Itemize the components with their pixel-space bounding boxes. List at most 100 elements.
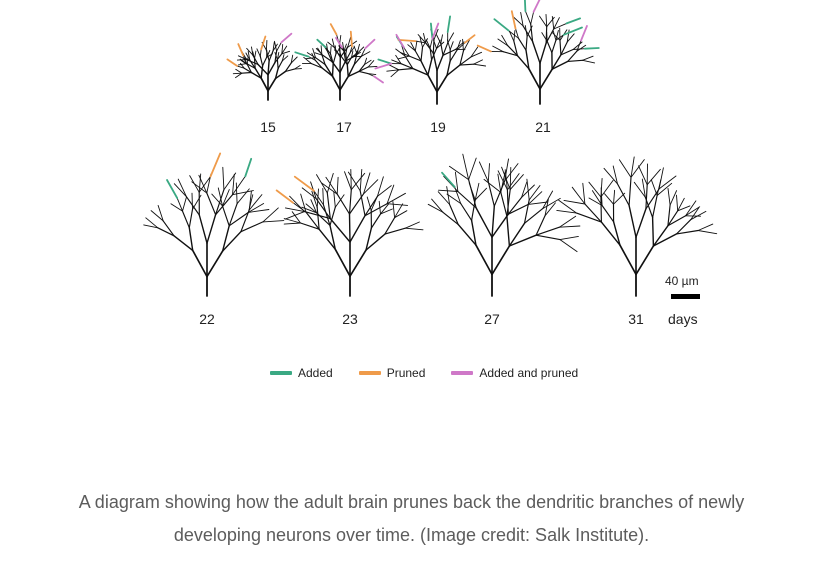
dendrite-branch	[677, 205, 691, 212]
dendrite-branch	[353, 53, 358, 66]
dendrite-branch	[363, 179, 379, 195]
dendrite-branch	[449, 49, 458, 62]
dendrite-branch	[545, 13, 548, 28]
dendrite-branch	[391, 59, 402, 65]
branch-added	[294, 51, 310, 58]
dendrite-branch	[676, 194, 679, 212]
dendrite-branch	[191, 192, 193, 210]
neuron-day-31	[556, 156, 718, 297]
dendrite-branch	[542, 197, 561, 210]
dendrite-branch	[326, 43, 329, 53]
dendrite-branch	[364, 203, 388, 217]
dendrite-branch	[343, 43, 347, 52]
dendrite-branch	[414, 50, 422, 62]
dendrite-branch	[527, 191, 543, 205]
dendrite-branch	[571, 186, 586, 205]
dendrite-branch	[417, 34, 427, 44]
dendrite-branch	[290, 54, 294, 64]
dendrite-branch	[240, 209, 250, 233]
dendrite-branch	[446, 193, 462, 204]
dendrite-branch	[555, 29, 559, 41]
dendrite-branch	[641, 178, 646, 198]
legend: Added Pruned Added and pruned	[270, 366, 604, 380]
dendrite-branch	[237, 55, 248, 61]
dendrite-branch	[326, 172, 334, 194]
dendrite-branch	[281, 50, 291, 55]
dendrite-branch	[324, 63, 334, 77]
dendrite-branch	[384, 217, 396, 235]
dendrite-branch	[315, 198, 331, 220]
dendrite-branch	[274, 70, 287, 80]
dendrite-branch	[566, 33, 575, 43]
dendrite-branch	[436, 54, 444, 72]
dendrite-branch	[301, 206, 318, 214]
dendrite-branch	[221, 205, 230, 227]
dendrite-branch	[284, 207, 305, 213]
dendrite-branch	[446, 186, 451, 205]
dendrite-branch	[429, 38, 433, 49]
dendrite-branch	[473, 59, 483, 65]
dendrite-branch	[530, 11, 535, 25]
dendrite-branch	[535, 215, 546, 236]
dendrite-branch	[386, 69, 400, 72]
dendrite-branch	[246, 47, 254, 56]
dendrite-branch	[459, 50, 464, 66]
dendrite-branch	[667, 187, 671, 206]
dendrite-branch	[246, 64, 252, 74]
dendrite-branch	[652, 194, 658, 219]
branch-pruned	[397, 39, 417, 42]
dendrite-branch	[588, 197, 603, 206]
dendrite-branch	[436, 74, 448, 93]
dendrite-branch	[315, 57, 326, 66]
dendrite-branch	[333, 191, 336, 208]
dendrite-branch	[551, 39, 557, 54]
dendrite-branch	[247, 194, 254, 213]
dendrite-branch	[392, 201, 396, 219]
dendrite-branch	[635, 245, 655, 276]
dendrite-branch	[437, 191, 451, 205]
dendrite-branch	[404, 55, 414, 70]
dendrite-branch	[359, 190, 366, 217]
dendrite-branch	[150, 210, 164, 222]
dendrite-branch	[176, 197, 183, 212]
dendrite-branch	[291, 211, 301, 224]
dendrite-branch	[651, 216, 655, 247]
dendrite-branch	[408, 55, 422, 62]
dendrite-branch	[276, 41, 282, 52]
dendrite-branch	[243, 67, 252, 74]
dendrite-branch	[442, 211, 459, 226]
dendrite-branch	[386, 203, 409, 206]
dendrite-branch	[322, 204, 331, 227]
branch-added-and-pruned	[364, 38, 376, 50]
dendrite-branch	[247, 203, 265, 213]
dendrite-branch	[326, 192, 331, 220]
dendrite-branch	[501, 166, 511, 191]
dendrite-branch	[333, 49, 342, 57]
neuron-day-27	[427, 153, 581, 297]
legend-item-added: Added	[270, 366, 333, 380]
dendrite-branch	[394, 210, 408, 219]
dendrite-branch	[177, 178, 187, 198]
branch-pruned	[226, 58, 238, 67]
dendrite-branch	[274, 51, 278, 61]
dendrite-branch	[329, 217, 351, 243]
dendrite-branch	[633, 181, 646, 198]
dendrite-branch	[491, 205, 495, 238]
dendrite-branch	[656, 178, 662, 196]
dendrite-branch	[348, 213, 351, 243]
dendrite-branch	[394, 203, 404, 219]
dendrite-branch	[329, 224, 336, 251]
dendrite-branch	[652, 225, 669, 247]
dendrite-branch	[305, 203, 318, 214]
dendrite-branch	[560, 41, 568, 56]
dendrite-branch	[267, 61, 276, 76]
dendrite-branch	[222, 189, 230, 207]
neuron-day-21	[476, 0, 600, 105]
dendrite-branch	[588, 181, 602, 198]
dendrite-branch	[528, 67, 541, 90]
dendrite-branch	[228, 203, 238, 227]
dendrite-branch	[330, 46, 332, 55]
dendrite-branch	[191, 249, 208, 278]
dendrite-branch	[497, 170, 508, 191]
neurons-drawing	[143, 0, 718, 297]
